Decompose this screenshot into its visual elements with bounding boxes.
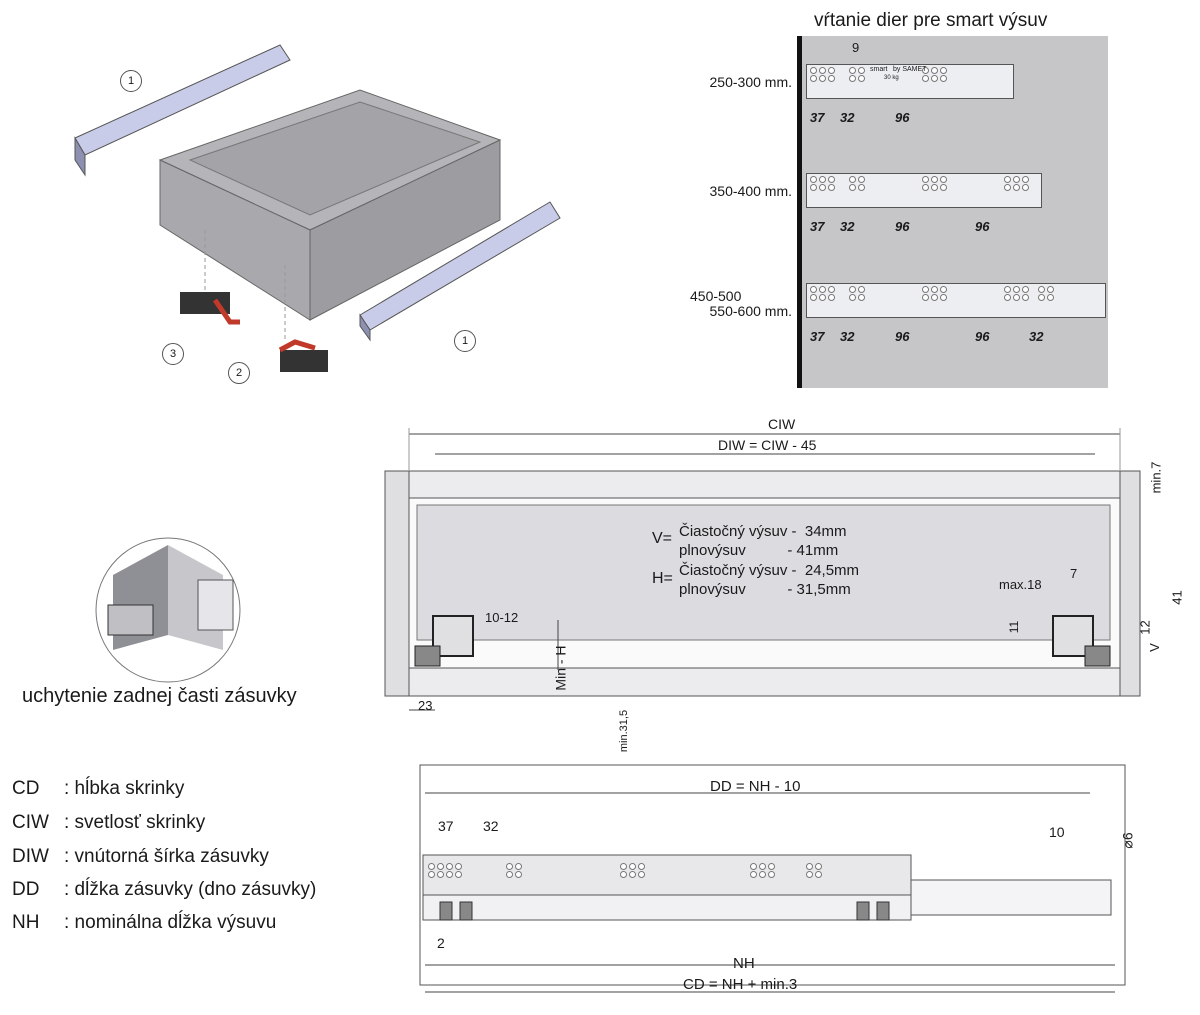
legend-key: NH xyxy=(12,912,40,933)
dim-min7: min.7 xyxy=(1148,461,1164,494)
legend-row-diw: DIW : vnútorná šírka zásuvky xyxy=(12,846,269,868)
hole-group xyxy=(810,286,836,301)
range-label-3b: 550-600 mm. xyxy=(709,303,792,319)
dim-v: V xyxy=(1146,643,1162,652)
dim-37: 37 xyxy=(438,818,454,834)
legend-row-cd: CD : hĺbka skrinky xyxy=(12,778,184,800)
hole-group xyxy=(849,67,866,82)
v-line2: plnovýsuv - 41mm xyxy=(679,542,839,559)
dim-32: 32 xyxy=(840,110,855,125)
dim-23: 23 xyxy=(418,698,433,713)
dim-10-12: 10-12 xyxy=(485,610,519,625)
range-label-3a: 450-500 xyxy=(690,288,742,304)
legend-row-ciw: CIW : svetlosť skrinky xyxy=(12,812,205,834)
assembly-illustration: 1 1 2 3 xyxy=(40,30,600,410)
dim-7: 7 xyxy=(1070,566,1078,581)
rail-250-300 xyxy=(806,64,1014,99)
dim-min31-5: min.31,5 xyxy=(618,709,631,753)
legend-row-nh: NH : nominálna dĺžka výsuvu xyxy=(12,912,276,934)
legend-key: DIW xyxy=(12,846,49,867)
rear-detail-caption: uchytenie zadnej časti zásuvky xyxy=(22,685,297,707)
rail-by: by SAMET xyxy=(893,66,927,73)
dim-32: 32 xyxy=(840,329,855,344)
assembly-drawing xyxy=(74,44,561,372)
legend-key: CIW xyxy=(12,812,49,833)
dim-37: 37 xyxy=(810,219,825,234)
panel-wall xyxy=(797,36,802,388)
dim-min-h: Min - H xyxy=(552,645,569,691)
dim-41: 41 xyxy=(1169,590,1185,605)
h-line1: Čiastočný výsuv - 24,5mm xyxy=(679,562,860,579)
rail-load: 30 kg xyxy=(884,75,899,81)
hole-group xyxy=(922,176,948,191)
hole-group xyxy=(1004,176,1030,191)
legend-desc: : svetlosť skrinky xyxy=(64,812,206,833)
hole-group xyxy=(810,176,836,191)
dim-96: 96 xyxy=(975,329,990,344)
rail-450-600 xyxy=(806,283,1106,318)
side-hole-group xyxy=(806,863,823,878)
side-view-drawing xyxy=(419,764,1126,993)
dim-32: 32 xyxy=(483,818,499,834)
dim-11: 11 xyxy=(1007,620,1022,634)
callout-1-left: 1 xyxy=(120,70,142,92)
dim-ciw: CIW xyxy=(768,416,796,432)
dim-10: 10 xyxy=(1049,824,1065,840)
callout-1-right: 1 xyxy=(454,330,476,352)
dim-diw: DIW = CIW - 45 xyxy=(718,437,817,453)
dim-dd: DD = NH - 10 xyxy=(710,778,801,795)
side-hole-group xyxy=(750,863,776,878)
dim-nh: NH xyxy=(733,955,755,972)
front-view-drawing xyxy=(384,428,1141,711)
callout-2: 2 xyxy=(228,362,250,384)
dim-d6: ⌀6 xyxy=(1119,832,1136,849)
dim-32: 32 xyxy=(1029,329,1044,344)
dim-37: 37 xyxy=(810,329,825,344)
dim-max18: max.18 xyxy=(999,577,1042,592)
h-prefix: H= xyxy=(652,570,673,587)
side-hole-group xyxy=(506,863,523,878)
dim-9: 9 xyxy=(852,40,860,55)
hole-group xyxy=(849,176,866,191)
legend-desc: : hĺbka skrinky xyxy=(64,778,185,799)
legend-key: DD xyxy=(12,879,40,900)
hole-group xyxy=(1004,286,1030,301)
h-line2: plnovýsuv - 31,5mm xyxy=(679,581,851,598)
range-label-2: 350-400 mm. xyxy=(709,183,792,199)
v-line1: Čiastočný výsuv - 34mm xyxy=(679,523,847,540)
legend-desc: : nominálna dĺžka výsuvu xyxy=(64,912,277,933)
hole-group xyxy=(810,67,836,82)
legend-desc: : vnútorná šírka zásuvky xyxy=(64,846,269,867)
dim-96: 96 xyxy=(895,110,910,125)
hole-group xyxy=(922,67,948,82)
range-label-1: 250-300 mm. xyxy=(709,74,792,90)
dim-96: 96 xyxy=(895,329,910,344)
legend-key: CD xyxy=(12,778,40,799)
side-hole-group xyxy=(620,863,646,878)
legend-desc: : dĺžka zásuvky (dno zásuvky) xyxy=(64,879,317,900)
rear-detail-circle xyxy=(95,537,241,683)
dim-cd: CD = NH + min.3 xyxy=(683,976,798,993)
hole-group xyxy=(849,286,866,301)
hole-group xyxy=(1038,286,1055,301)
hole-group xyxy=(922,286,948,301)
dim-37: 37 xyxy=(810,110,825,125)
legend-row-dd: DD : dĺžka zásuvky (dno zásuvky) xyxy=(12,879,316,901)
dim-12: 12 xyxy=(1137,620,1153,635)
v-prefix: V= xyxy=(652,530,673,547)
callout-3: 3 xyxy=(162,343,184,365)
dim-96: 96 xyxy=(975,219,990,234)
side-hole-group xyxy=(428,863,463,878)
dim-32: 32 xyxy=(840,219,855,234)
dim-96: 96 xyxy=(895,219,910,234)
dim-2: 2 xyxy=(437,935,445,951)
hole-panel-title: vŕtanie dier pre smart výsuv xyxy=(814,10,1048,31)
rail-brand: smart xyxy=(870,66,888,73)
